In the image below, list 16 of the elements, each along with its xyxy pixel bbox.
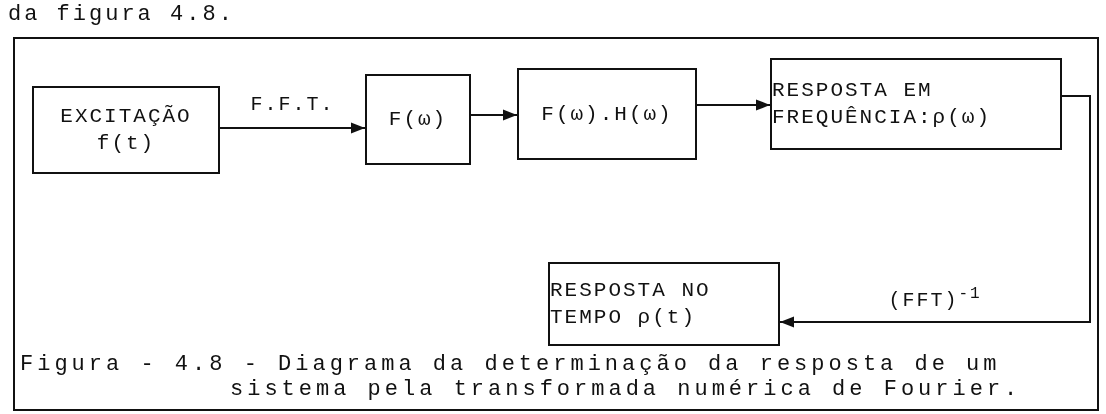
process-box xyxy=(517,68,697,160)
process-box xyxy=(365,74,471,165)
process-box xyxy=(770,58,1062,150)
box-text: EXCITAÇÃO f(t) xyxy=(59,104,193,157)
box-text: RESPOSTA NO TEMPO ρ(t) xyxy=(550,278,712,331)
text-fragment: da figura 4.8. xyxy=(8,2,235,27)
figure-caption: Figura - 4.8 - Diagrama da determinação da resposta de um sistema pela transformada numérica de Fourier. xyxy=(20,352,1023,402)
arrow xyxy=(779,95,1091,328)
box-text: RESPOSTA EM FREQUÊNCIA:ρ(ω) xyxy=(772,78,993,131)
box-text: F(ω).H(ω) xyxy=(541,101,673,128)
process-box xyxy=(548,262,780,346)
arrow xyxy=(219,122,366,134)
process-box xyxy=(32,86,220,174)
arrow xyxy=(696,99,771,111)
box-text: F(ω) xyxy=(388,107,448,133)
arrow xyxy=(470,109,518,121)
